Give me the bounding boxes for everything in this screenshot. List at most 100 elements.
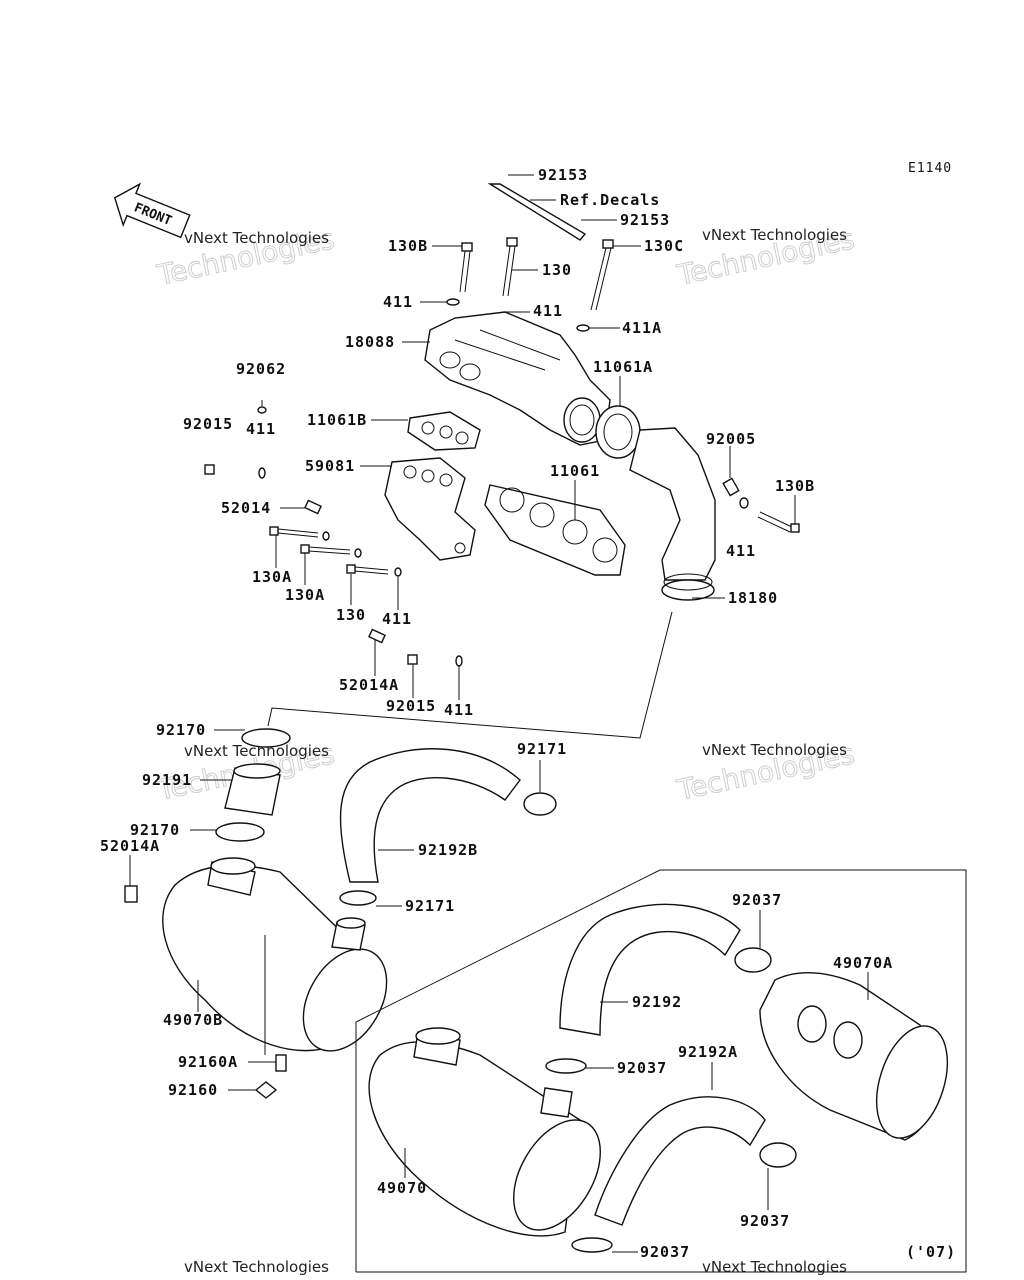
watermark-text: vNext Technologies bbox=[702, 741, 847, 759]
part-label: 18180 bbox=[728, 589, 778, 607]
part-label: 52014A bbox=[100, 837, 160, 855]
bolt-130-top bbox=[502, 237, 518, 297]
part-label: 92153 bbox=[538, 166, 588, 184]
gasket-11061B bbox=[407, 411, 481, 451]
part-label: 130C bbox=[644, 237, 684, 255]
bolt-130 bbox=[346, 564, 389, 575]
part-label: 52014A bbox=[339, 676, 399, 694]
part-label: 92005 bbox=[706, 430, 756, 448]
part-label: 92192A bbox=[678, 1043, 738, 1061]
part-label: 411 bbox=[382, 610, 412, 628]
bolt-130B-top bbox=[459, 242, 473, 293]
muffler-49070 bbox=[368, 1027, 601, 1237]
washer-411 bbox=[739, 497, 749, 509]
part-label: 92015 bbox=[183, 415, 233, 433]
fitting-52014A bbox=[368, 628, 386, 644]
stud-92005 bbox=[722, 477, 740, 497]
nut-92015 bbox=[407, 654, 418, 665]
washer-411 bbox=[394, 567, 402, 577]
fitting-52014 bbox=[304, 499, 322, 515]
clamp-92171-lower bbox=[339, 890, 377, 906]
part-label: 49070A bbox=[833, 954, 893, 972]
part-label: 92037 bbox=[732, 891, 782, 909]
muffler-49070A bbox=[759, 972, 949, 1141]
watermark-text: vNext Technologies bbox=[702, 1258, 847, 1276]
bolt-130A bbox=[269, 526, 319, 538]
part-label: 11061 bbox=[550, 462, 600, 480]
part-label: 92037 bbox=[617, 1059, 667, 1077]
part-label: 411A bbox=[622, 319, 662, 337]
part-label: 92171 bbox=[405, 897, 455, 915]
part-label: 92192 bbox=[632, 993, 682, 1011]
clamp-92037-d bbox=[571, 1237, 613, 1253]
exhaust-elbow-18180 bbox=[629, 427, 716, 601]
part-label: 130B bbox=[388, 237, 428, 255]
part-label: 411 bbox=[246, 420, 276, 438]
fitting-52014A-muffler bbox=[124, 885, 138, 903]
washer-411A bbox=[576, 324, 590, 332]
diagram-code: E1140 bbox=[908, 161, 952, 176]
part-label: 130B bbox=[775, 477, 815, 495]
washer-411 bbox=[258, 467, 266, 479]
ref-decals-strip bbox=[487, 183, 587, 241]
part-label: 411 bbox=[383, 293, 413, 311]
hose-92191 bbox=[224, 763, 281, 816]
part-label: 92037 bbox=[740, 1212, 790, 1230]
leader-lines bbox=[129, 174, 869, 1253]
part-label: 411 bbox=[444, 701, 474, 719]
part-label: 92037 bbox=[640, 1243, 690, 1261]
clamp-92037-a bbox=[734, 947, 772, 973]
bolt-130C bbox=[590, 239, 614, 311]
muffler-49070B bbox=[162, 857, 388, 1052]
watermark-text: vNext Technologies bbox=[184, 229, 329, 247]
part-label: 59081 bbox=[305, 457, 355, 475]
part-label: 92192B bbox=[418, 841, 478, 859]
part-label: 49070 bbox=[377, 1179, 427, 1197]
watermark-text: vNext Technologies bbox=[184, 1258, 329, 1276]
part-label: 92170 bbox=[130, 821, 180, 839]
watermark-text: vNext Technologies bbox=[184, 742, 329, 760]
hose-92192 bbox=[559, 903, 741, 1036]
part-label: 130 bbox=[336, 606, 366, 624]
part-label: 411 bbox=[726, 542, 756, 560]
part-label: 52014 bbox=[221, 499, 271, 517]
part-label: 92160 bbox=[168, 1081, 218, 1099]
washer-411 bbox=[455, 655, 463, 667]
bolt-130B-right bbox=[757, 511, 800, 533]
variant-note: ('07) bbox=[906, 1243, 956, 1261]
part-label: 92170 bbox=[156, 721, 206, 739]
washer-411 bbox=[322, 531, 330, 541]
part-label: 92191 bbox=[142, 771, 192, 789]
clamp-92170-bottom bbox=[215, 822, 265, 842]
gasket-11061 bbox=[484, 484, 626, 576]
clamp-92170-top bbox=[241, 728, 291, 748]
part-label: 411 bbox=[533, 302, 563, 320]
gasket-11061A bbox=[595, 405, 641, 459]
clamp-92037-c bbox=[759, 1142, 797, 1168]
exhaust-manifold-59081 bbox=[384, 457, 476, 561]
clamp-92171-upper bbox=[523, 792, 557, 816]
part-label: 130 bbox=[542, 261, 572, 279]
washer-411 bbox=[446, 298, 460, 306]
nut-92015 bbox=[204, 464, 215, 475]
part-label: 92062 bbox=[236, 360, 286, 378]
plug-92062 bbox=[257, 406, 267, 414]
part-label: 92153 bbox=[620, 211, 670, 229]
watermark-text: vNext Technologies bbox=[702, 226, 847, 244]
variant-box bbox=[355, 869, 967, 1273]
part-label: 92160A bbox=[178, 1053, 238, 1071]
label-92160 bbox=[254, 1081, 278, 1099]
part-label: Ref.Decals bbox=[560, 191, 660, 209]
hose-92192B bbox=[339, 748, 521, 883]
front-arrow-icon: FRONT bbox=[113, 182, 191, 239]
part-label: 92171 bbox=[517, 740, 567, 758]
part-label: 11061B bbox=[307, 411, 367, 429]
label-92160A bbox=[275, 1054, 287, 1072]
washer-411 bbox=[354, 548, 362, 558]
part-label: 18088 bbox=[345, 333, 395, 351]
part-label: 92015 bbox=[386, 697, 436, 715]
part-label: 130A bbox=[252, 568, 292, 586]
part-label: 49070B bbox=[163, 1011, 223, 1029]
clamp-92037-b bbox=[545, 1058, 587, 1074]
